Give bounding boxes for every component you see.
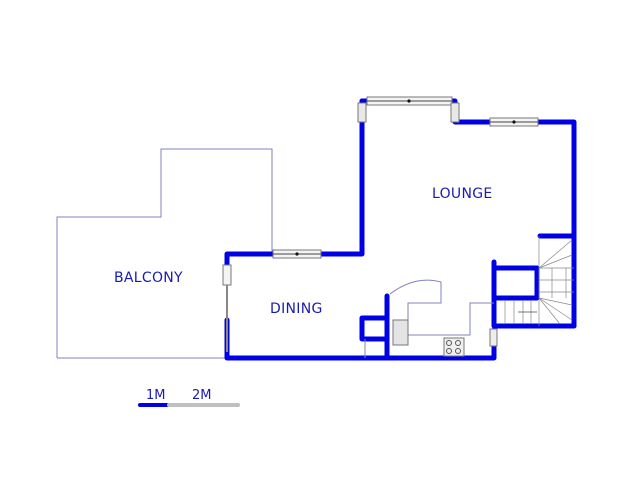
window-lounge-side-right: [450, 102, 460, 123]
balcony-outline: [56, 148, 273, 358]
wall-dining-top: [224, 98, 365, 271]
room-label-lounge: LOUNGE: [432, 186, 493, 202]
scale-label-1m: 1M: [146, 388, 166, 403]
room-label-balcony: BALCONY: [114, 270, 183, 286]
room-label-dining: DINING: [270, 301, 323, 317]
kitchen: [364, 279, 494, 358]
stove: [443, 337, 465, 357]
door-balcony: [222, 264, 232, 286]
wall-stair-lower: [491, 295, 577, 329]
walls: [224, 98, 577, 361]
door-stair: [489, 328, 498, 347]
wall-stair-box: [491, 259, 540, 301]
scale-label-2m: 2M: [192, 388, 212, 403]
staircase: [488, 236, 574, 326]
kitchen-island: [389, 279, 494, 336]
window-lounge-side-left: [357, 102, 367, 123]
wall-kitchen-nook: [359, 315, 390, 342]
windows: [222, 96, 539, 352]
sink: [392, 319, 409, 346]
